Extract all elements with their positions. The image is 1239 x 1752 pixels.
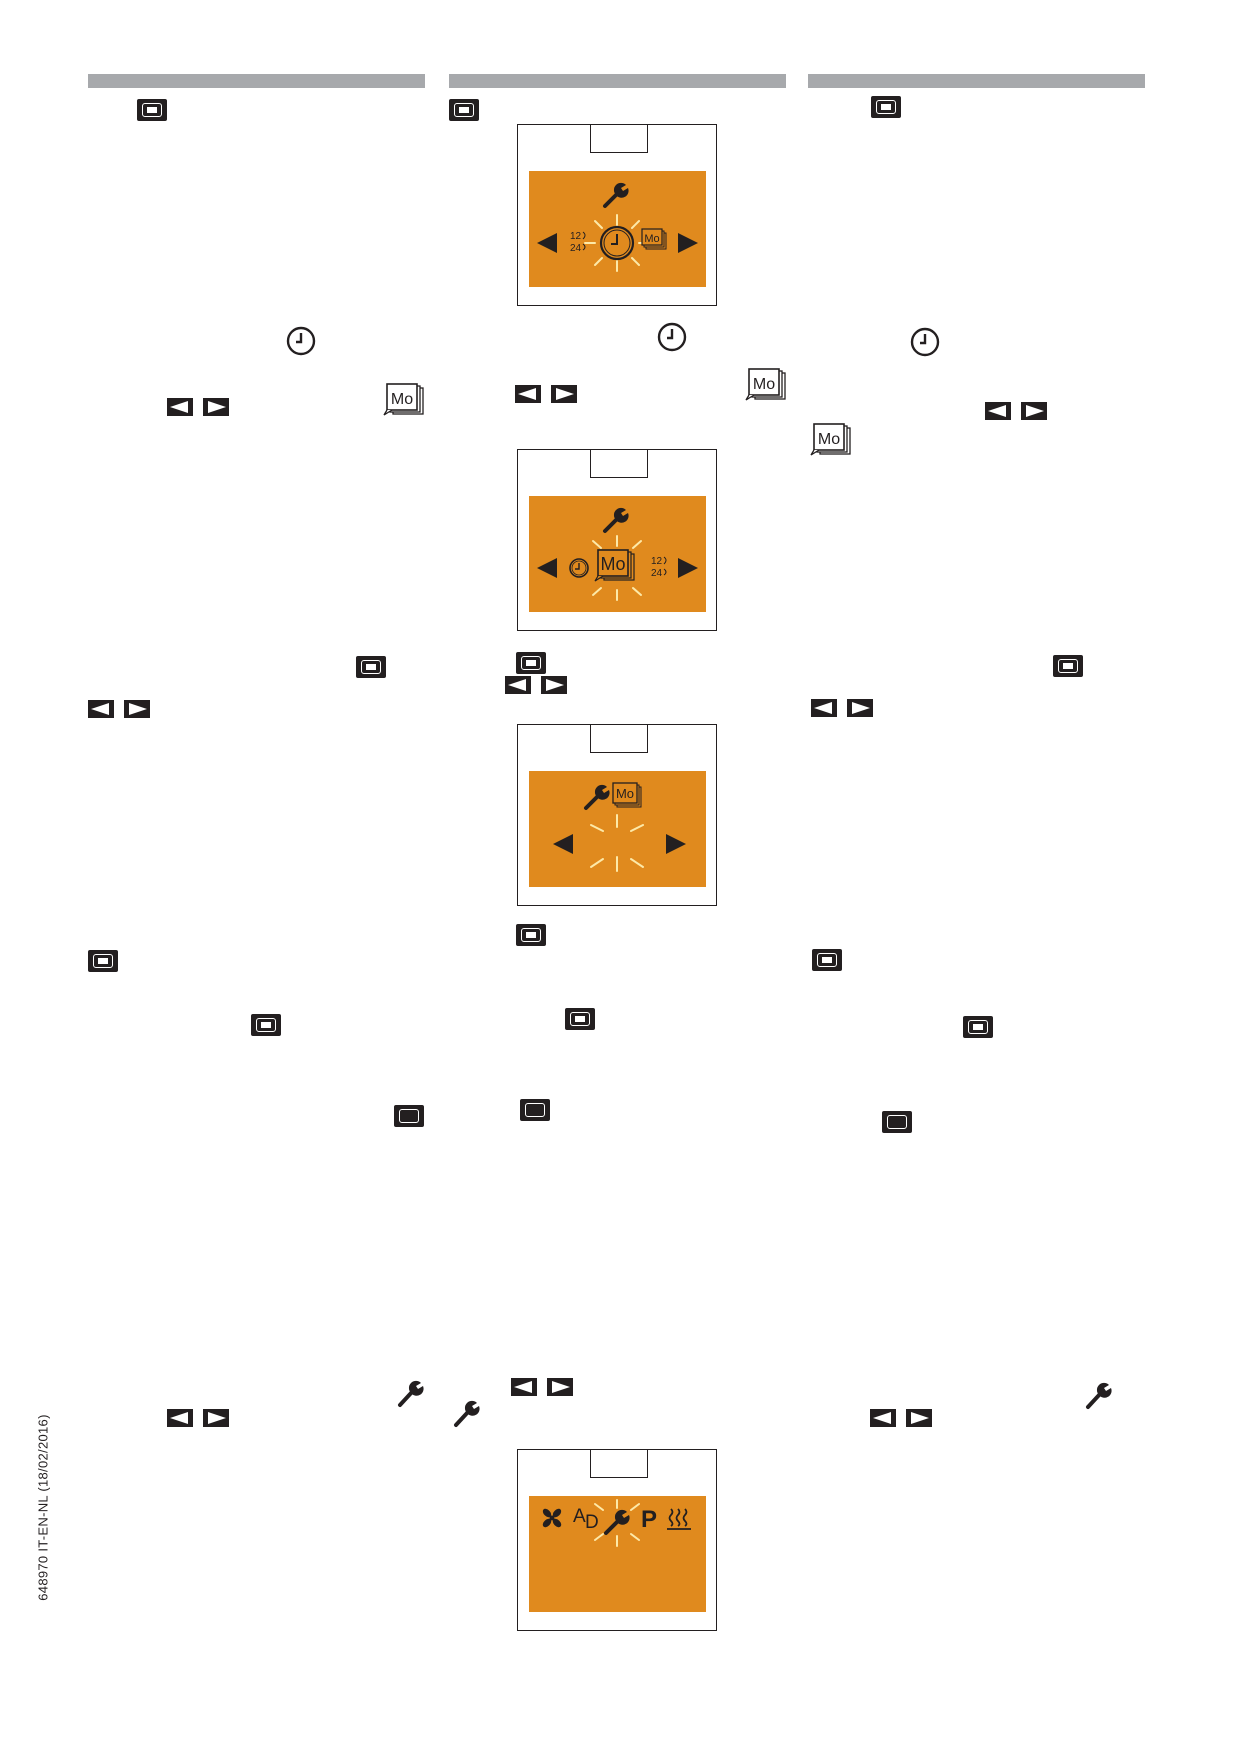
- ok-button-icon: [449, 99, 479, 121]
- ok-button-icon: [1053, 655, 1083, 677]
- wrench-icon: [454, 1400, 480, 1427]
- display-tab: [590, 125, 648, 153]
- left-arrow-button-icon: [167, 398, 193, 416]
- ok-button-icon: [516, 924, 546, 946]
- ok-button-icon: [812, 949, 842, 971]
- left-arrow-button-icon: [88, 700, 114, 718]
- ok-button-icon: [963, 1016, 993, 1038]
- left-arrow-button-icon: [167, 1409, 193, 1427]
- oven-display-panel: Mo: [517, 724, 717, 906]
- wrench-icon: [398, 1380, 424, 1407]
- left-arrow-button-icon: [505, 676, 531, 694]
- left-arrow-button-icon: [511, 1378, 537, 1396]
- svg-text:12: 12: [651, 556, 663, 567]
- orange-display-screen: Mo 12 24: [529, 496, 706, 612]
- svg-text:24: 24: [651, 568, 663, 579]
- wrench-icon: [1086, 1382, 1112, 1409]
- monday-calendar-icon: Mo: [810, 423, 851, 456]
- display-tab: [590, 725, 648, 753]
- svg-text:Mo: Mo: [818, 431, 840, 448]
- clock-icon: [657, 322, 687, 352]
- left-arrow-button-icon: [515, 385, 541, 403]
- monday-calendar-icon: Mo: [745, 368, 786, 401]
- ok-button-icon: [871, 96, 901, 118]
- left-arrow-button-icon: [985, 402, 1011, 420]
- svg-text:12: 12: [570, 231, 582, 242]
- ok-button-icon: [356, 656, 386, 678]
- right-arrow-button-icon: [124, 700, 150, 718]
- oven-display-panel: Mo 12 24: [517, 449, 717, 631]
- right-arrow-button-icon: [203, 1409, 229, 1427]
- document-code: 648970 IT-EN-NL (18/02/2016): [35, 1414, 51, 1601]
- orange-display-screen: A D P: [529, 1496, 706, 1612]
- clock-icon: [286, 326, 316, 356]
- svg-text:Mo: Mo: [391, 391, 413, 408]
- ok-button-icon: [516, 652, 546, 674]
- right-arrow-button-icon: [541, 676, 567, 694]
- svg-text:24: 24: [570, 243, 582, 254]
- display-tab: [590, 450, 648, 478]
- ok-button-icon: [565, 1008, 595, 1030]
- right-arrow-button-icon: [551, 385, 577, 403]
- column-3-header-bar: [808, 74, 1145, 88]
- right-arrow-button-icon: [203, 398, 229, 416]
- svg-text:P: P: [641, 1506, 657, 1533]
- ok-button-icon: [882, 1111, 912, 1133]
- svg-text:D: D: [585, 1512, 599, 1533]
- svg-text:Mo: Mo: [600, 554, 625, 574]
- oven-display-panel: A D P: [517, 1449, 717, 1631]
- svg-text:Mo: Mo: [753, 376, 775, 393]
- right-arrow-button-icon: [906, 1409, 932, 1427]
- svg-text:A: A: [573, 1506, 586, 1527]
- ok-button-icon: [251, 1014, 281, 1036]
- orange-display-screen: 12 24 Mo: [529, 171, 706, 287]
- ok-button-icon: [394, 1105, 424, 1127]
- column-2-header-bar: [449, 74, 786, 88]
- right-arrow-button-icon: [1021, 402, 1047, 420]
- display-tab: [590, 1450, 648, 1478]
- ok-button-icon: [137, 99, 167, 121]
- orange-display-screen: Mo: [529, 771, 706, 887]
- oven-display-panel: 12 24 Mo: [517, 124, 717, 306]
- ok-button-icon: [88, 950, 118, 972]
- svg-text:Mo: Mo: [644, 233, 659, 245]
- right-arrow-button-icon: [547, 1378, 573, 1396]
- monday-calendar-icon: Mo: [383, 383, 424, 416]
- right-arrow-button-icon: [847, 699, 873, 717]
- svg-text:Mo: Mo: [616, 786, 634, 801]
- column-1-header-bar: [88, 74, 425, 88]
- left-arrow-button-icon: [811, 699, 837, 717]
- left-arrow-button-icon: [870, 1409, 896, 1427]
- clock-icon: [910, 327, 940, 357]
- ok-button-icon: [520, 1099, 550, 1121]
